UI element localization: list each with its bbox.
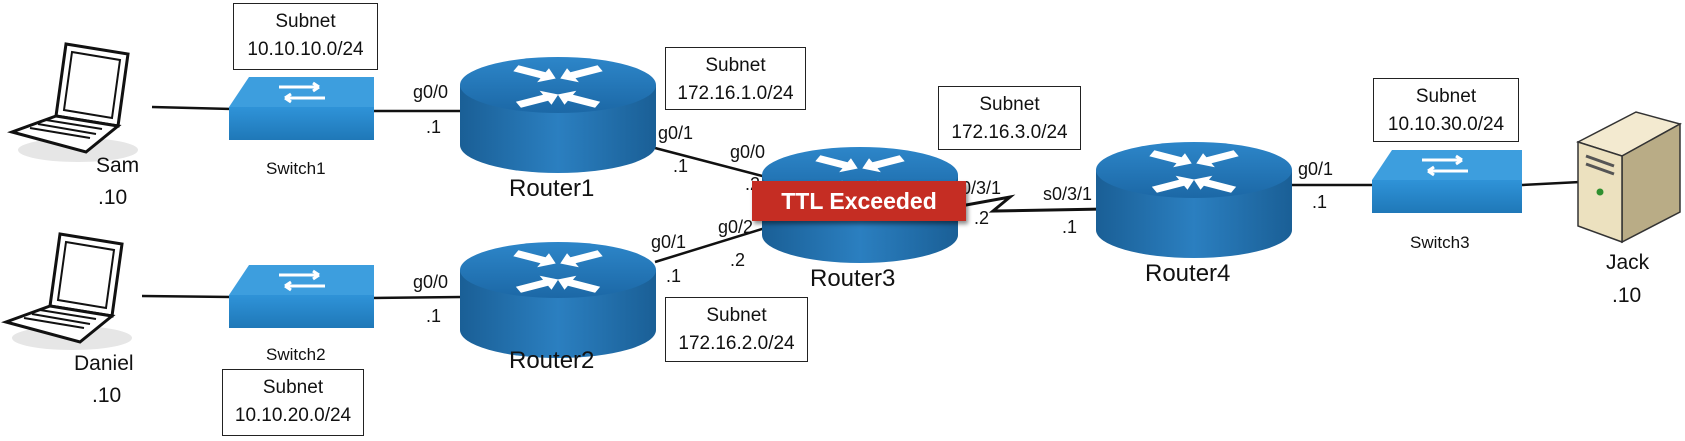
port-r3-g02: g0/2 [718, 217, 753, 237]
subnet-network: 172.16.2.0/24 [678, 333, 795, 354]
port-r1-g00: g0/0 [413, 82, 448, 102]
subnet-label: Subnet [1415, 86, 1477, 107]
port-r1-g01-addr: .1 [673, 156, 688, 176]
router1-label: Router1 [509, 175, 594, 202]
subnet-box-switch2: Subnet 10.10.20.0/24 [222, 369, 364, 436]
router4-label: Router4 [1145, 260, 1230, 287]
subnet-label: Subnet [979, 94, 1040, 115]
port-r2-g01-addr: .1 [666, 266, 681, 286]
port-r3-g00: g0/0 [730, 142, 765, 162]
host-sam-addr: .10 [98, 186, 127, 209]
laptop-sam-icon[interactable] [7, 42, 138, 162]
subnet-box-r2-r3: Subnet 172.16.2.0/24 [665, 297, 808, 362]
link-sam-switch1 [151, 105, 233, 111]
port-r4-g01-addr: .1 [1312, 192, 1327, 212]
link-router2-router3 [654, 223, 776, 264]
host-jack-addr: .10 [1612, 284, 1641, 307]
port-r1-g00-addr: .1 [426, 117, 441, 137]
host-jack-name: Jack [1606, 251, 1650, 274]
subnet-network: 172.16.3.0/24 [951, 122, 1068, 143]
link-daniel-switch2 [141, 294, 233, 299]
port-r1-g01: g0/1 [658, 123, 693, 143]
link-switch2-router2 [371, 295, 463, 300]
ttl-exceeded-banner: TTL Exceeded [752, 181, 966, 221]
subnet-box-switch1: Subnet 10.10.10.0/24 [233, 3, 378, 70]
subnet-network: 10.10.10.0/24 [247, 39, 364, 60]
router2-label: Router2 [509, 347, 594, 374]
router3-label: Router3 [810, 265, 895, 292]
switch2-label: Switch2 [266, 345, 326, 364]
laptop-daniel-icon[interactable] [1, 232, 132, 350]
server-jack-icon[interactable] [1576, 111, 1682, 244]
switch3-label: Switch3 [1410, 233, 1470, 252]
link-switch3-jack [1521, 180, 1581, 187]
subnet-network: 172.16.1.0/24 [677, 83, 794, 104]
host-daniel-name: Daniel [74, 352, 134, 375]
port-r2-g00-addr: .1 [426, 306, 441, 326]
switch1-label: Switch1 [266, 159, 326, 178]
router2-icon[interactable] [460, 242, 656, 358]
subnet-box-r3-r4: Subnet 172.16.3.0/24 [938, 86, 1081, 150]
subnet-network: 10.10.20.0/24 [234, 405, 352, 426]
serial-link-router3-router4 [954, 194, 1106, 213]
subnet-label: Subnet [706, 305, 767, 326]
port-r4-s031: s0/3/1 [1043, 184, 1092, 204]
link-router1-router3 [654, 146, 771, 180]
switch2-icon[interactable] [229, 265, 374, 328]
host-sam-name: Sam [96, 154, 139, 177]
subnet-box-switch3: Subnet 10.10.30.0/24 [1373, 78, 1519, 142]
port-labels: g0/0 .1 g0/1 .1 g0/0 .2 g0/0 .1 g0/1 .1 … [413, 82, 1333, 326]
subnet-label: Subnet [262, 377, 324, 398]
subnet-label: Subnet [705, 55, 766, 76]
switch3-icon[interactable] [1372, 150, 1522, 213]
port-r3-s031-addr: .2 [974, 208, 989, 228]
port-r4-s031-addr: .1 [1062, 217, 1077, 237]
subnet-box-r1-r3: Subnet 172.16.1.0/24 [665, 47, 806, 110]
port-r2-g01: g0/1 [651, 232, 686, 252]
router1-icon[interactable] [460, 57, 656, 173]
subnet-network: 10.10.30.0/24 [1387, 114, 1505, 135]
port-r3-g02-addr: .2 [730, 250, 745, 270]
port-r2-g00: g0/0 [413, 272, 448, 292]
router4-icon[interactable] [1096, 142, 1292, 258]
subnet-label: Subnet [275, 11, 336, 32]
switch1-icon[interactable] [229, 77, 374, 140]
port-r4-g01: g0/1 [1298, 159, 1333, 179]
host-daniel-addr: .10 [92, 384, 121, 407]
